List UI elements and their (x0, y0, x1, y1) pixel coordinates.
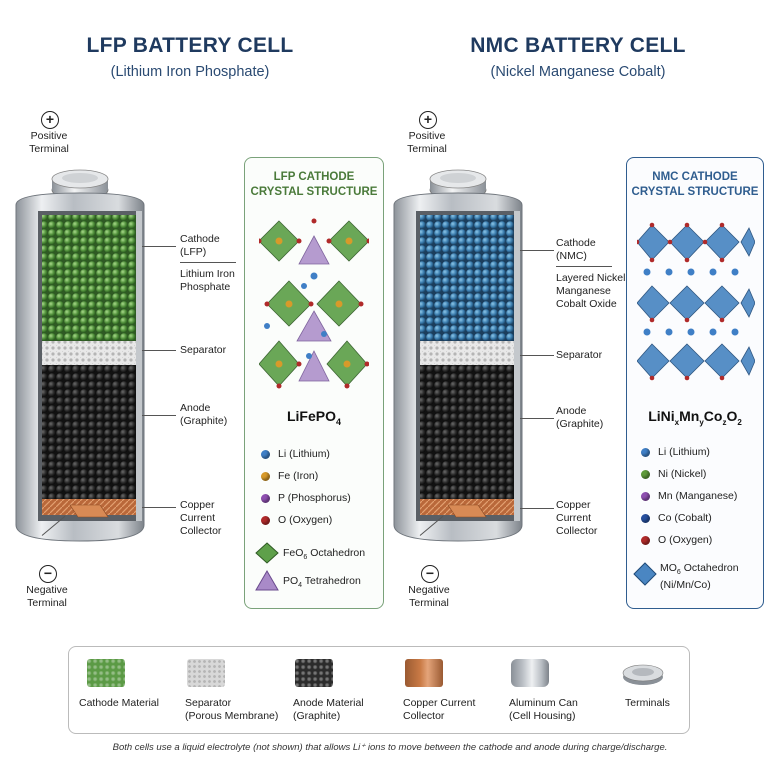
legend-item-anode: Anode Material(Graphite) (293, 697, 364, 722)
lithium-atom-icon (261, 449, 270, 459)
manganese-atom-icon (641, 491, 650, 501)
phosphorus-atom-icon (261, 493, 270, 503)
cobalt-atom-icon (641, 513, 650, 523)
lfp-subtitle: (Lithium Iron Phosphate) (110, 64, 270, 80)
nmc-separator-label: Separator (556, 349, 603, 361)
nmc-positive-label: Positive Terminal (407, 130, 447, 155)
legend-item-aluminum: Aluminum Can(Cell Housing) (509, 697, 578, 722)
legend-swatch-aluminum (511, 659, 549, 687)
legend-item-separator: Separator(Porous Membrane) (185, 697, 279, 722)
terminal-icon (622, 664, 664, 685)
lfp-cathode-label: Cathode (LFP) (180, 233, 220, 258)
nmc-cathode-desc: Layered Nickel Manganese Cobalt Oxide (556, 272, 626, 310)
nmc-legend-mn: Mn (Manganese) (641, 490, 737, 502)
lfp-legend-tetrahedron: PO4 Tetrahedron (255, 570, 361, 592)
legend-swatch-cathode (87, 659, 125, 687)
lfp-positive-label: Positive Terminal (29, 130, 69, 155)
lfp-legend-li: Li (Lithium) (261, 448, 330, 460)
lfp-legend-o: O (Oxygen) (261, 514, 332, 526)
lfp-formula: LiFePO4 (286, 408, 342, 427)
lfp-panel-title-1: LFP CATHODE (273, 171, 355, 183)
octahedron-icon (255, 542, 279, 564)
lfp-collector-label: Copper Current Collector (180, 499, 222, 537)
nmc-legend-ni: Ni (Nickel) (641, 468, 706, 480)
nmc-crystal-structure (637, 222, 755, 381)
legend-swatch-copper (405, 659, 443, 687)
nmc-legend-co: Co (Cobalt) (641, 512, 712, 524)
lfp-title: LFP BATTERY CELL (86, 34, 294, 57)
lfp-separator-label: Separator (180, 344, 227, 356)
lfp-cathode-desc: Lithium Iron Phosphate (180, 268, 235, 293)
nmc-panel-title-2: CRYSTAL STRUCTURE (631, 186, 759, 198)
nmc-anode-label: Anode (Graphite) (556, 405, 604, 430)
legend-swatch-separator (187, 659, 225, 687)
tetrahedron-icon (255, 570, 279, 591)
lfp-panel-title-2: CRYSTAL STRUCTURE (250, 186, 378, 198)
materials-legend: Cathode Material Separator(Porous Membra… (68, 646, 690, 734)
iron-atom-icon (261, 471, 270, 481)
nmc-cathode-label: Cathode (NMC) (556, 237, 596, 262)
oxygen-atom-icon (261, 515, 270, 525)
nmc-plus-icon: + (419, 111, 437, 129)
lfp-negative-label: Negative Terminal (26, 584, 68, 609)
lfp-minus-icon: − (39, 565, 57, 583)
nmc-legend-octahedron: MO6 Octahedron(Ni/Mn/Co) (633, 562, 739, 592)
nmc-minus-icon: − (421, 565, 439, 583)
nmc-battery-cell (393, 169, 523, 542)
legend-swatch-anode (295, 659, 333, 687)
oxygen-atom-icon (641, 535, 650, 545)
legend-item-cathode: Cathode Material (79, 697, 159, 709)
lfp-plus-icon: + (41, 111, 59, 129)
nmc-subtitle: (Nickel Manganese Cobalt) (490, 64, 666, 80)
octahedron-icon (633, 562, 657, 586)
lfp-crystal-panel: LFP CATHODE CRYSTAL STRUCTURE LiFePO4 Li… (244, 157, 384, 609)
nickel-atom-icon (641, 469, 650, 479)
nmc-collector-label: Copper Current Collector (556, 499, 598, 537)
lfp-anode-label: Anode (Graphite) (180, 402, 228, 427)
nmc-title: NMC BATTERY CELL (470, 34, 686, 57)
lfp-battery-cell (15, 169, 145, 542)
lithium-atom-icon (641, 447, 650, 457)
nmc-legend-o: O (Oxygen) (641, 534, 712, 546)
lfp-crystal-structure (259, 218, 369, 389)
lfp-legend-octahedron: FeO6 Octahedron (255, 542, 365, 564)
nmc-crystal-panel: NMC CATHODE CRYSTAL STRUCTURE LiNixMnyCo… (626, 157, 764, 609)
nmc-negative-label: Negative Terminal (408, 584, 450, 609)
footer-note: Both cells use a liquid electrolyte (not… (112, 742, 668, 753)
lfp-legend-fe: Fe (Iron) (261, 470, 318, 482)
lfp-legend-p: P (Phosphorus) (261, 492, 351, 504)
nmc-formula: LiNixMnyCozO2 (648, 408, 742, 427)
nmc-legend-li: Li (Lithium) (641, 446, 710, 458)
legend-item-terminals: Terminals (625, 697, 670, 709)
nmc-panel-title-1: NMC CATHODE (652, 171, 738, 183)
